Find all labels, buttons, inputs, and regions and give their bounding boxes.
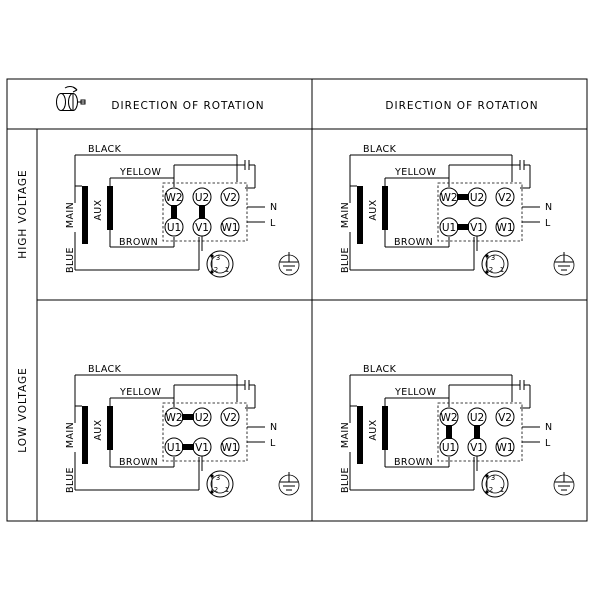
switch-label-3: 3 [491,254,495,262]
terminal-v1: V1 [470,222,484,234]
switch-label-3: 3 [491,474,495,482]
label-aux: AUX [93,419,104,440]
label-aux: AUX [368,199,379,220]
switch-label-2: 2 [214,486,218,494]
terminal-u2: U2 [470,412,484,424]
label-line: L [545,218,551,229]
label-main: MAIN [340,202,351,228]
terminal-w1: W1 [496,222,513,234]
terminal-v2: V2 [498,412,512,424]
label-yellow: YELLOW [394,387,437,398]
label-main: MAIN [65,422,76,448]
terminal-v1: V1 [470,442,484,454]
label-black: BLACK [363,144,397,155]
label-blue: BLUE [340,247,351,273]
label-blue: BLUE [65,247,76,273]
switch-label-3: 3 [216,254,220,262]
label-neutral: N [545,422,553,433]
terminal-w2: W2 [165,412,182,424]
rotation-direction-icon [56,86,86,111]
switch-label-1: 1 [225,266,229,274]
terminal-v1: V1 [195,222,209,234]
jumper-link [171,205,177,219]
header-right-title: DIRECTION OF ROTATION [385,100,538,112]
label-main: MAIN [65,202,76,228]
label-blue: BLUE [340,467,351,493]
terminal-w1: W1 [221,222,238,234]
label-yellow: YELLOW [119,167,162,178]
label-yellow: YELLOW [394,167,437,178]
terminal-v2: V2 [223,192,237,204]
panel-high-right [349,154,575,278]
label-aux: AUX [93,199,104,220]
switch-label-2: 2 [489,486,493,494]
panel-low-right [349,374,575,498]
switch-label-1: 1 [500,486,504,494]
switch-label-2: 2 [489,266,493,274]
label-yellow: YELLOW [119,387,162,398]
terminal-u2: U2 [195,412,209,424]
label-neutral: N [270,202,278,213]
header-left-title: DIRECTION OF ROTATION [111,100,264,112]
terminal-u1: U1 [442,222,456,234]
label-blue: BLUE [65,467,76,493]
terminal-w2: W2 [440,192,457,204]
terminal-v2: V2 [223,412,237,424]
terminal-u1: U1 [442,442,456,454]
label-black: BLACK [363,364,397,375]
jumper-link [457,194,469,200]
jumper-link [182,414,194,420]
jumper-link [474,425,480,439]
terminal-v2: V2 [498,192,512,204]
label-black: BLACK [88,144,122,155]
terminal-u1: U1 [167,442,181,454]
terminal-w2: W2 [440,412,457,424]
row-label-low-voltage: LOW VOLTAGE [17,367,29,453]
table-frame [6,78,588,522]
terminal-u1: U1 [167,222,181,234]
switch-label-3: 3 [216,474,220,482]
jumper-link [182,444,194,450]
terminal-w1: W1 [496,442,513,454]
label-main: MAIN [340,422,351,448]
terminal-w2: W2 [165,192,182,204]
switch-label-2: 2 [214,266,218,274]
label-brown: BROWN [119,457,158,468]
switch-label-1: 1 [225,486,229,494]
jumper-link [457,224,469,230]
terminal-w1: W1 [221,442,238,454]
terminal-u2: U2 [195,192,209,204]
switch-label-1: 1 [500,266,504,274]
label-brown: BROWN [394,237,433,248]
label-neutral: N [270,422,278,433]
label-brown: BROWN [119,237,158,248]
label-neutral: N [545,202,553,213]
panel-high-left [74,154,300,278]
panel-low-left [74,374,300,498]
jumper-link [199,205,205,219]
terminal-v1: V1 [195,442,209,454]
row-label-high-voltage: HIGH VOLTAGE [17,169,29,258]
label-line: L [270,438,276,449]
label-black: BLACK [88,364,122,375]
label-line: L [545,438,551,449]
label-brown: BROWN [394,457,433,468]
label-aux: AUX [368,419,379,440]
label-line: L [270,218,276,229]
jumper-link [446,425,452,439]
terminal-u2: U2 [470,192,484,204]
